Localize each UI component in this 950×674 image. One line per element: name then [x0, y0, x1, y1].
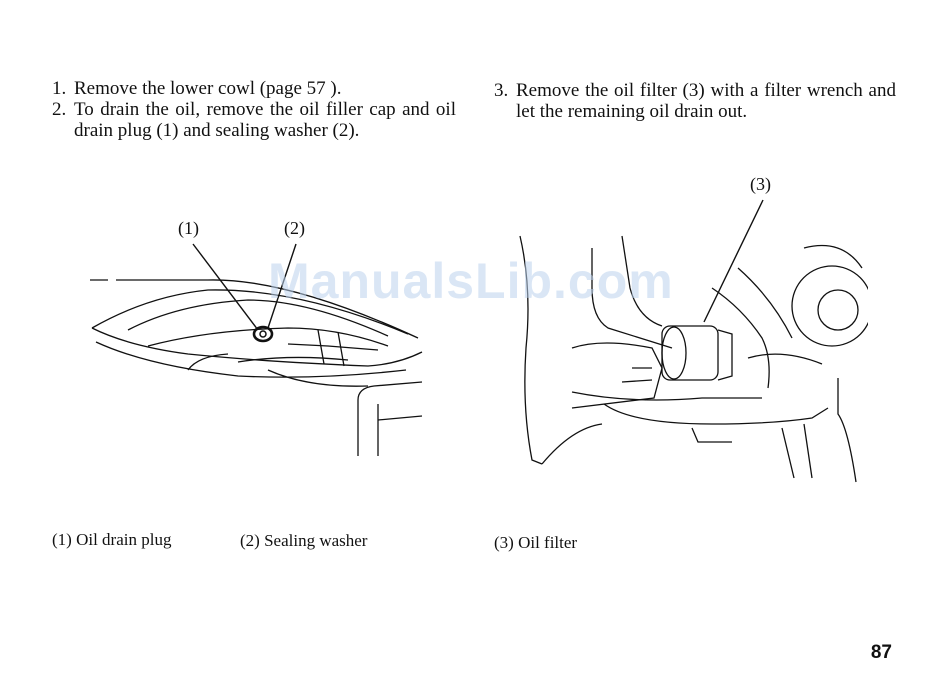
step-3: 3. Remove the oil filter (3) with a filt…: [494, 80, 896, 122]
caption-oil-drain-plug: (1) Oil drain plug: [52, 530, 172, 549]
watermark: ManualsLib.com: [268, 253, 674, 309]
step-1: 1. Remove the lower cowl (page 57 ).: [52, 78, 456, 99]
oil-filter-illustration: [512, 228, 868, 490]
left-instructions: 1. Remove the lower cowl (page 57 ). 2. …: [52, 78, 456, 141]
right-instructions: 3. Remove the oil filter (3) with a filt…: [494, 80, 896, 122]
step-number: 1.: [52, 78, 67, 99]
step-number: 3.: [494, 80, 509, 101]
step-number: 2.: [52, 99, 67, 120]
callout-2: (2): [284, 218, 305, 238]
caption-oil-filter: (3) Oil filter: [494, 533, 578, 552]
caption-sealing-washer: (2) Sealing washer: [240, 531, 368, 550]
callout-1: (1): [178, 218, 199, 238]
step-text: To drain the oil, remove the oil filler …: [74, 99, 456, 141]
step-text: Remove the lower cowl (page 57 ).: [74, 78, 342, 99]
step-text: Remove the oil filter (3) with a filter …: [516, 80, 896, 122]
step-2: 2. To drain the oil, remove the oil fill…: [52, 99, 456, 141]
drain-plug-illustration: [88, 270, 428, 460]
page-number: 87: [870, 642, 892, 663]
callout-3: (3): [750, 174, 771, 194]
